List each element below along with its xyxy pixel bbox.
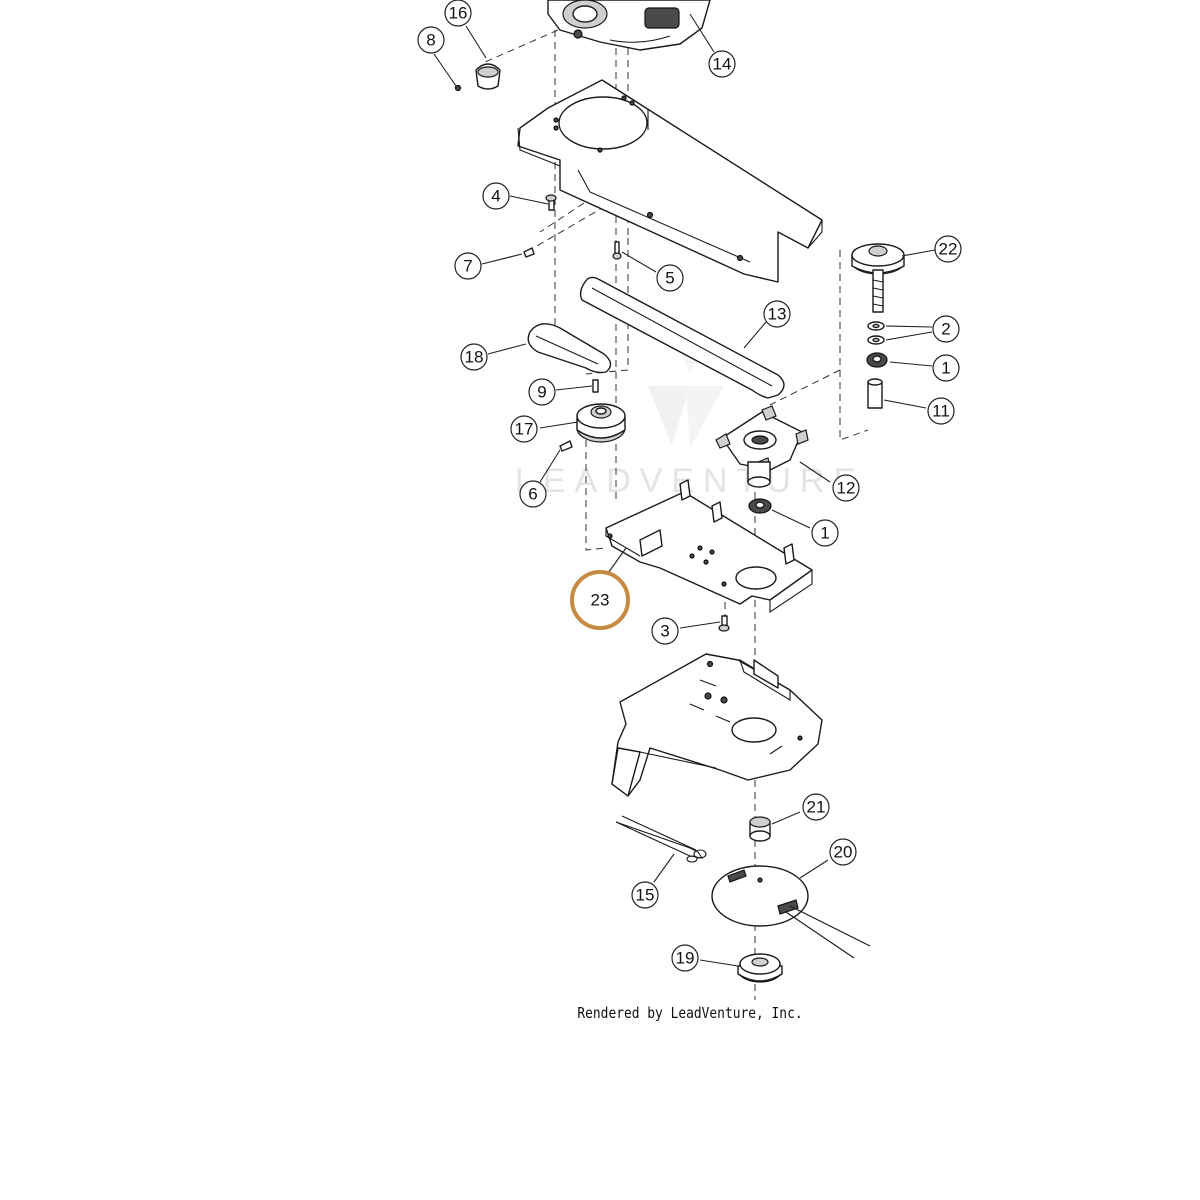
bushing-part: [749, 816, 771, 842]
callout-label: 2: [941, 320, 950, 339]
callout-label: 16: [449, 4, 468, 23]
callout[interactable]: 6: [519, 480, 547, 508]
callout-label: 12: [837, 479, 856, 498]
small-screw-part: [559, 440, 573, 452]
lower-bearing-part: [748, 498, 772, 514]
upper-bearing-part: [866, 352, 888, 368]
spindle-housing-part: [715, 405, 809, 488]
callout-label: 21: [807, 798, 826, 817]
callout-label: 18: [465, 348, 484, 367]
pin-part: [592, 379, 599, 393]
small-belt-part: [527, 323, 612, 374]
callout[interactable]: 12: [832, 474, 860, 502]
mounting-plate-part: [605, 479, 813, 614]
callout[interactable]: 5: [656, 264, 684, 292]
credit-text: Rendered by LeadVenture, Inc.: [577, 1004, 803, 1022]
callout-label: 23: [591, 591, 610, 610]
callout[interactable]: 1: [932, 354, 960, 382]
callout-label: 5: [665, 269, 674, 288]
callout[interactable]: 21: [802, 793, 830, 821]
callout[interactable]: 17: [510, 415, 538, 443]
callout[interactable]: 13: [763, 300, 791, 328]
clamp-part: [454, 63, 501, 92]
callout-label: 1: [941, 359, 950, 378]
callout-label: 11: [932, 402, 950, 421]
callout-label: 1: [820, 524, 829, 543]
deck-guard-part: [611, 653, 823, 797]
callout[interactable]: 19: [671, 944, 699, 972]
pulley-part: [576, 403, 626, 443]
callout[interactable]: 1: [811, 519, 839, 547]
callout-label: 3: [660, 622, 669, 641]
callout-highlighted[interactable]: 23: [570, 570, 630, 630]
plate-bolt-part: [718, 615, 730, 632]
callout-label: 4: [491, 187, 500, 206]
callout[interactable]: 8: [417, 26, 445, 54]
callout[interactable]: 3: [651, 617, 679, 645]
callout-label: 15: [636, 886, 655, 905]
bolts-part: [523, 194, 622, 260]
cutting-disk-part: [711, 865, 871, 959]
callout[interactable]: 4: [482, 182, 510, 210]
engine-part: [547, 0, 711, 51]
callout-label: 17: [515, 420, 534, 439]
callout-label: 19: [676, 949, 695, 968]
spacer-part: [867, 378, 883, 409]
callout[interactable]: 20: [829, 838, 857, 866]
washers-part: [867, 321, 885, 345]
callout[interactable]: 7: [454, 252, 482, 280]
trimmer-line-part: [615, 815, 707, 863]
callout[interactable]: 9: [528, 378, 556, 406]
long-belt-part: [579, 276, 785, 399]
upper-bracket-part: [517, 79, 823, 283]
callout[interactable]: 22: [934, 235, 962, 263]
callout[interactable]: 2: [932, 315, 960, 343]
callout[interactable]: 18: [460, 343, 488, 371]
leader-lines: [433, 13, 936, 967]
callout-label: 8: [426, 31, 435, 50]
hub-part: [737, 953, 783, 983]
callout-label: 7: [463, 257, 472, 276]
callout-label: 9: [537, 383, 546, 402]
callout-label: 14: [713, 55, 732, 74]
callout-label: 6: [528, 485, 537, 504]
callout[interactable]: 11: [927, 397, 955, 425]
callout-label: 22: [939, 240, 958, 259]
callouts: 16 8 14 4 7 5 22 13 2 18 1 9 11 17 12 6 …: [417, 0, 962, 972]
callout-label: 20: [834, 843, 853, 862]
callout[interactable]: 14: [708, 50, 736, 78]
callout-label: 13: [768, 305, 787, 324]
callout[interactable]: 15: [631, 881, 659, 909]
callout[interactable]: 16: [444, 0, 472, 27]
spindle-pulley-part: [851, 243, 905, 313]
